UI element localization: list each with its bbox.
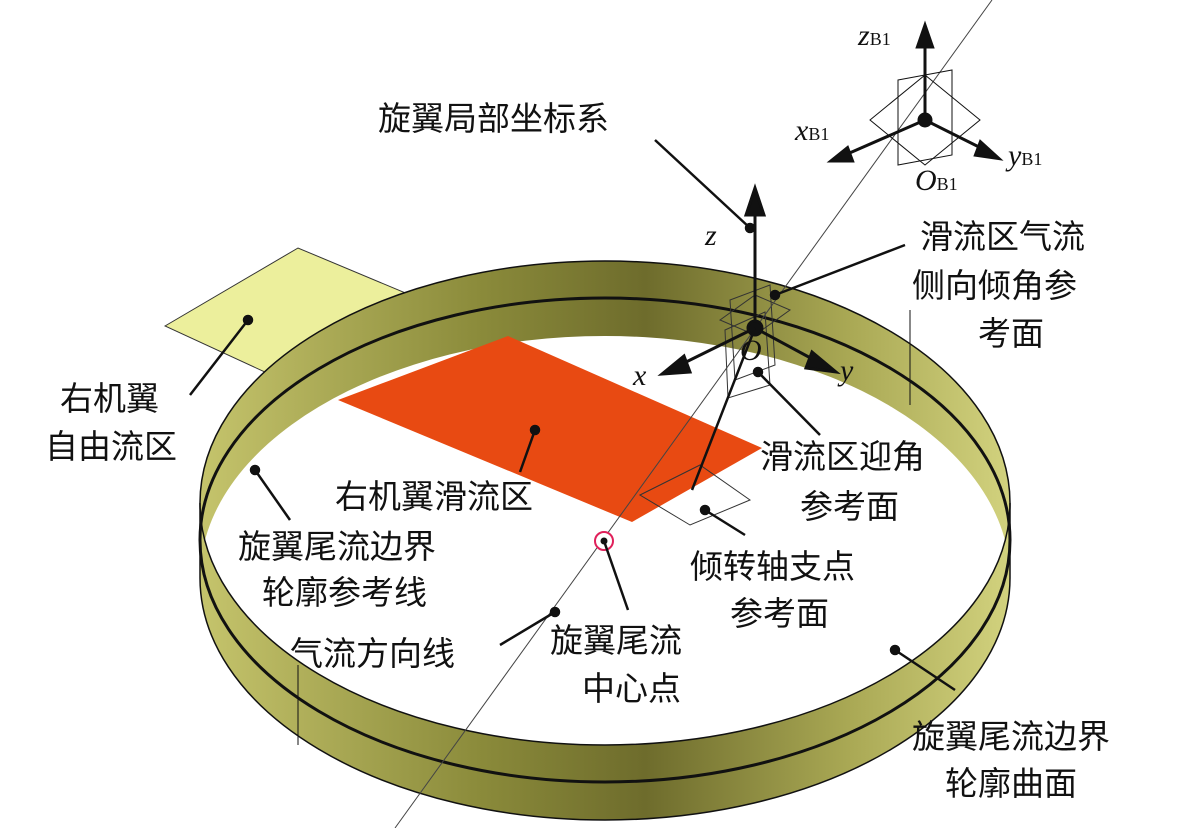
label-boundary-surface-2: 轮廓曲面 xyxy=(945,764,1077,803)
leader-lines xyxy=(189,139,956,692)
label-aoa-plane-2: 参考面 xyxy=(800,487,899,526)
label-wake-center-1: 旋翼尾流 xyxy=(550,621,682,660)
label-slipstream-zone: 右机翼滑流区 xyxy=(335,477,533,516)
reference-planes xyxy=(638,284,792,526)
label-boundary-line-2: 轮廓参考线 xyxy=(262,573,427,612)
label-local-frame: 旋翼局部坐标系 xyxy=(378,99,609,138)
label-pivot-plane-2: 参考面 xyxy=(730,594,829,633)
label-boundary-line-1: 旋翼尾流边界 xyxy=(238,527,436,566)
axis-yb1-label: yB1 xyxy=(1005,139,1042,172)
label-sideslip-plane-3: 考面 xyxy=(978,314,1044,353)
local-axes xyxy=(657,183,841,491)
axis-z-label: z xyxy=(704,219,717,252)
label-right-wing-free-2: 自由流区 xyxy=(45,427,177,466)
axis-xb1-label: xB1 xyxy=(794,114,829,147)
label-sideslip-plane-1: 滑流区气流 xyxy=(920,217,1085,256)
origin-label: O xyxy=(740,334,762,367)
label-flow-line: 气流方向线 xyxy=(290,634,455,673)
label-sideslip-plane-2: 侧向倾角参 xyxy=(912,266,1077,305)
label-pivot-plane-1: 倾转轴支点 xyxy=(690,547,855,586)
boundary-reference-line xyxy=(198,296,1012,784)
label-wake-center-2: 中心点 xyxy=(582,669,681,708)
origin-b1-label: OB1 xyxy=(915,164,958,197)
axis-x-label: x xyxy=(632,359,647,392)
axis-zb1-label: zB1 xyxy=(857,19,891,52)
label-boundary-surface-1: 旋翼尾流边界 xyxy=(912,717,1110,756)
label-right-wing-free-1: 右机翼 xyxy=(60,379,159,418)
label-aoa-plane-1: 滑流区迎角 xyxy=(760,437,925,476)
slipstream-zone-plate xyxy=(338,336,762,522)
axis-y-label: y xyxy=(837,354,854,387)
body-axes-b1 xyxy=(826,20,1004,166)
